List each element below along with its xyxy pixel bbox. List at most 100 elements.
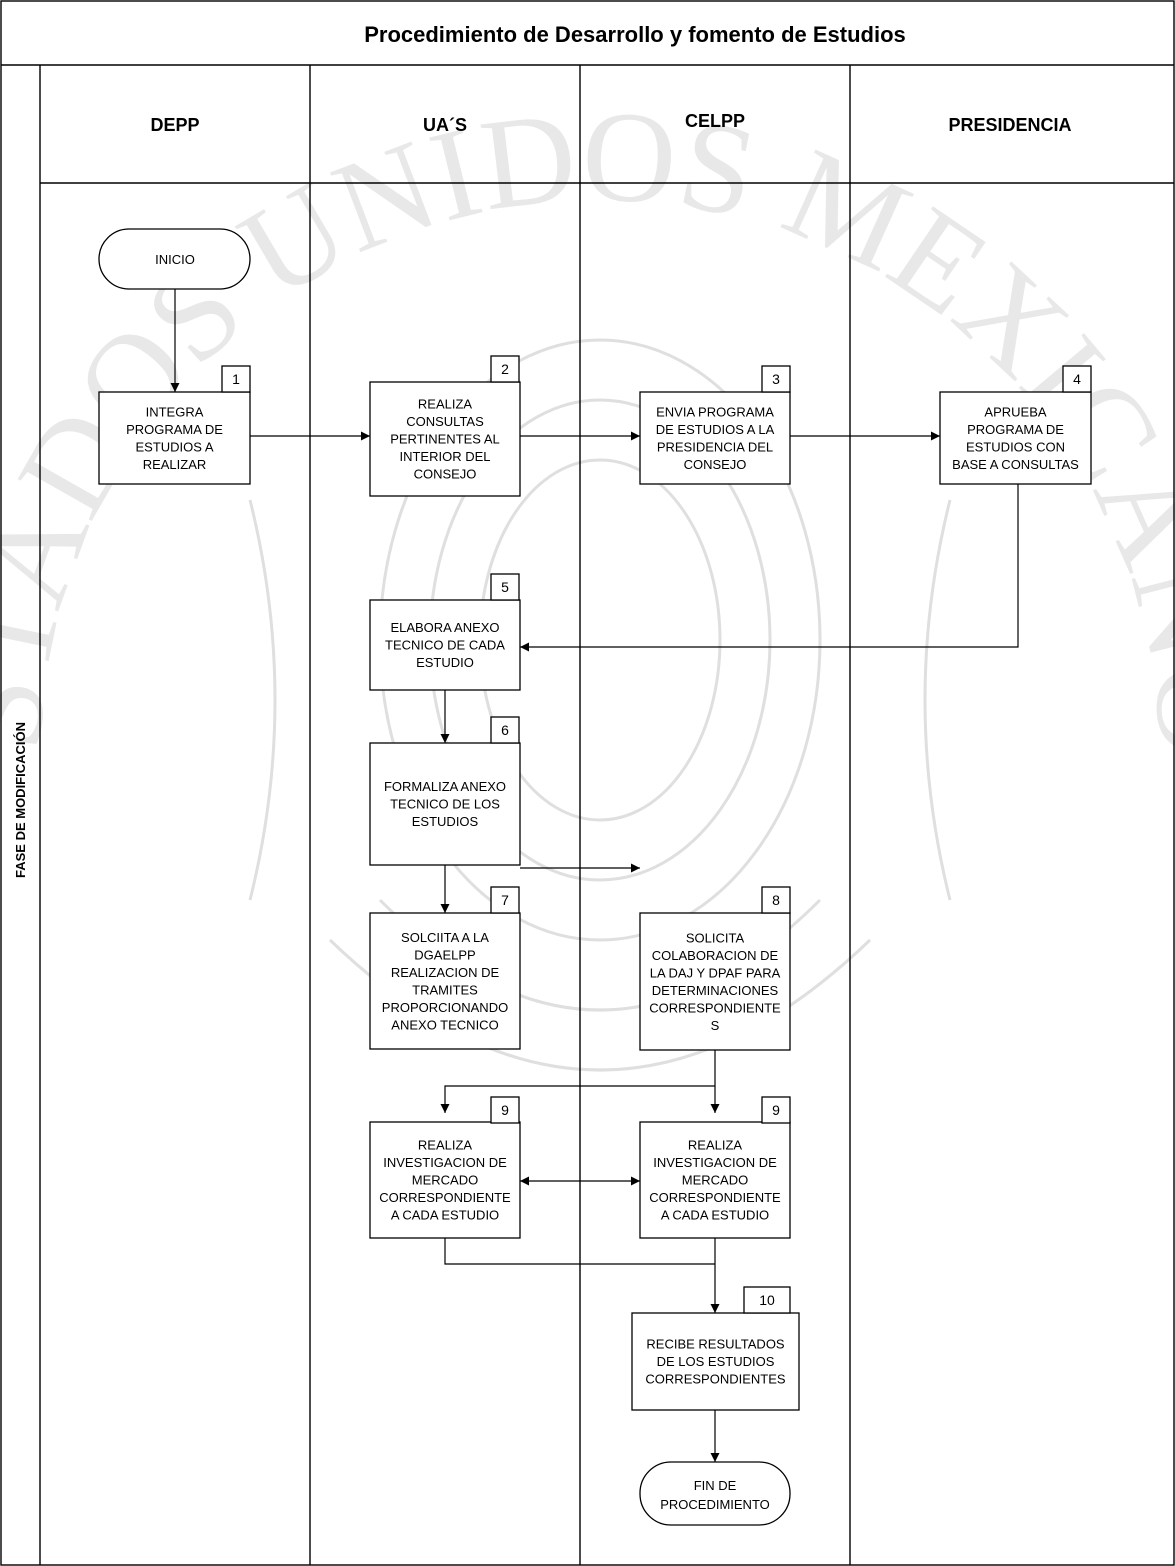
step-text-line: TECNICO DE LOS xyxy=(390,797,500,812)
step-number-box xyxy=(1062,365,1092,393)
step-text-line: SOLCIITA A LA xyxy=(401,930,489,945)
start-terminator: INICIO xyxy=(98,228,251,290)
process-box xyxy=(98,391,251,485)
step-number-box xyxy=(490,886,520,914)
page-title: Procedimiento de Desarrollo y fomento de… xyxy=(364,22,906,47)
step-text-line: INVESTIGACION DE xyxy=(653,1155,777,1170)
process-box xyxy=(369,599,521,691)
step-text-line: A CADA ESTUDIO xyxy=(661,1208,769,1223)
start-label: INICIO xyxy=(155,252,195,267)
step-text-line: PRESIDENCIA DEL xyxy=(657,439,773,454)
step-text-line: FORMALIZA ANEXO xyxy=(384,779,506,794)
watermark-seal: ESTADOS UNIDOS MEXICANOS xyxy=(0,0,1175,1072)
step-text-line: REALIZA xyxy=(418,397,473,412)
step-text-line: CORRESPONDIENTES xyxy=(645,1372,785,1387)
step-text-line: DETERMINACIONES xyxy=(652,983,779,998)
step-text-line: CORRESPONDIENTE xyxy=(379,1190,511,1205)
process-box xyxy=(369,1121,521,1239)
step-text-line: BASE A CONSULTAS xyxy=(952,457,1079,472)
process-box xyxy=(639,912,791,1051)
step-number: 3 xyxy=(772,371,780,387)
step-text-line: ANEXO TECNICO xyxy=(391,1017,498,1032)
step-text-line: CONSULTAS xyxy=(406,414,484,429)
step-number-box xyxy=(490,1096,520,1124)
step-text-line: RECIBE RESULTADOS xyxy=(646,1337,785,1352)
step-text-line: LA DAJ Y DPAF PARA xyxy=(650,965,781,980)
step-number: 7 xyxy=(501,892,509,908)
step-text-line: CONSEJO xyxy=(684,457,747,472)
phase-label: FASE DE MODIFICACIÓN xyxy=(13,722,28,878)
step-text-line: INTERIOR DEL xyxy=(399,449,490,464)
process-box xyxy=(369,742,521,866)
step-text-line: ESTUDIOS A xyxy=(135,439,213,454)
step-text-line: REALIZACION DE xyxy=(391,965,500,980)
step-number-box xyxy=(761,365,791,393)
process-box xyxy=(631,1312,800,1411)
lane-header-depp: DEPP xyxy=(150,115,199,135)
step-text-line: S xyxy=(711,1018,720,1033)
step-s9a: REALIZA INVESTIGACION DE MERCADO CORRESPOND… xyxy=(369,1096,521,1239)
step-text-line: REALIZAR xyxy=(143,457,207,472)
step-text-line: APRUEBA xyxy=(984,404,1046,419)
step-text-line: PERTINENTES AL xyxy=(390,432,500,447)
step-text-line: A CADA ESTUDIO xyxy=(391,1208,499,1223)
step-text-line: DE LOS ESTUDIOS xyxy=(657,1354,775,1369)
step-text-line: CONSEJO xyxy=(414,467,477,482)
step-text-line: PROPORCIONANDO xyxy=(382,1000,508,1015)
end-label-line-2: PROCEDIMIENTO xyxy=(660,1497,770,1512)
step-text-line: COLABORACION DE xyxy=(652,948,779,963)
step-number: 6 xyxy=(501,722,509,738)
step-text-line: SOLICITA xyxy=(686,930,745,945)
step-number-box xyxy=(490,355,520,383)
step-text-line: DE ESTUDIOS A LA xyxy=(656,422,775,437)
step-number-box xyxy=(221,365,251,393)
step-number: 4 xyxy=(1073,371,1081,387)
step-s8: SOLICITA COLABORACION DE LA DAJ Y DPAF PAR… xyxy=(639,886,791,1051)
step-s10: RECIBE RESULTADOS DE LOS ESTUDIOS CORRESPO… xyxy=(631,1286,800,1411)
step-s2: REALIZA CONSULTAS PERTINENTES AL INTERIOR D… xyxy=(369,355,521,497)
lane-header-uas: UA´S xyxy=(423,115,467,135)
step-text-line: ESTUDIO xyxy=(416,655,474,670)
end-label-line-1: FIN DE xyxy=(694,1478,737,1493)
step-text-line: ESTUDIOS CON xyxy=(966,439,1065,454)
process-box xyxy=(369,381,521,497)
step-text-line: PROGRAMA DE xyxy=(967,422,1064,437)
step-number-box xyxy=(743,1286,791,1314)
step-text-line: REALIZA xyxy=(418,1138,473,1153)
end-terminator: FIN DE PROCEDIMIENTO xyxy=(639,1461,791,1526)
step-text-line: REALIZA xyxy=(688,1138,743,1153)
step-s7: SOLCIITA A LA DGAELPP REALIZACION DE TRAMIT… xyxy=(369,886,521,1050)
step-number-box xyxy=(761,1096,791,1124)
step-text-line: TRAMITES xyxy=(412,982,478,997)
lane-header-celpp: CELPP xyxy=(685,111,745,131)
step-number: 5 xyxy=(501,579,509,595)
step-number-box xyxy=(761,886,791,914)
step-number: 1 xyxy=(232,371,240,387)
step-text-line: ELABORA ANEXO xyxy=(390,620,499,635)
step-text-line: MERCADO xyxy=(682,1173,748,1188)
step-text-line: MERCADO xyxy=(412,1173,478,1188)
step-number: 9 xyxy=(501,1102,509,1118)
step-text-line: INVESTIGACION DE xyxy=(383,1155,507,1170)
step-s6: FORMALIZA ANEXO TECNICO DE LOS ESTUDIOS 6 xyxy=(369,716,521,866)
step-number-box xyxy=(490,573,520,601)
step-number-box xyxy=(490,716,520,744)
step-number: 10 xyxy=(759,1292,775,1308)
process-box xyxy=(369,912,521,1050)
step-text-line: PROGRAMA DE xyxy=(126,422,223,437)
step-text-line: ESTUDIOS xyxy=(412,814,479,829)
process-box xyxy=(939,391,1092,485)
step-number: 8 xyxy=(772,892,780,908)
step-text-line: DGAELPP xyxy=(414,947,475,962)
connectors xyxy=(170,289,1019,1462)
step-s4: APRUEBA PROGRAMA DE ESTUDIOS CON BASE A CON… xyxy=(939,365,1092,485)
step-number: 9 xyxy=(772,1102,780,1118)
step-text-line: ENVIA PROGRAMA xyxy=(656,404,774,419)
step-s3: ENVIA PROGRAMA DE ESTUDIOS A LA PRESIDENCI… xyxy=(639,365,791,485)
